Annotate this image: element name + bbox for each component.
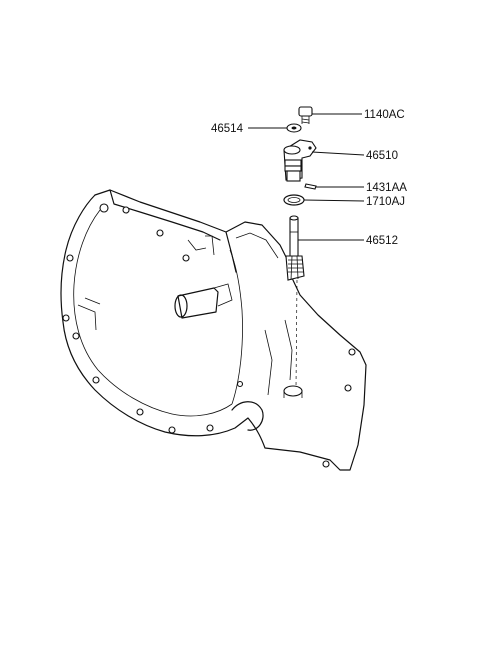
part-label-46510: 46510 [366,150,398,162]
leader-lines [248,113,365,241]
part-label-1140AC: 1140AC [364,109,405,121]
part-label-1710AJ: 1710AJ [366,196,405,208]
part-label-46512: 46512 [366,235,398,247]
oring-1710AJ [283,194,305,206]
part-label-46514: 46514 [211,123,244,135]
gear-46512 [285,215,305,281]
part-label-1431AA: 1431AA [366,182,407,194]
pin-1431AA [304,183,317,190]
transmission-housing [60,189,367,471]
seal-46514 [286,123,302,133]
assembly-centerline [295,279,298,389]
sleeve-46510 [283,139,317,182]
bolt-1140AC [298,106,313,124]
